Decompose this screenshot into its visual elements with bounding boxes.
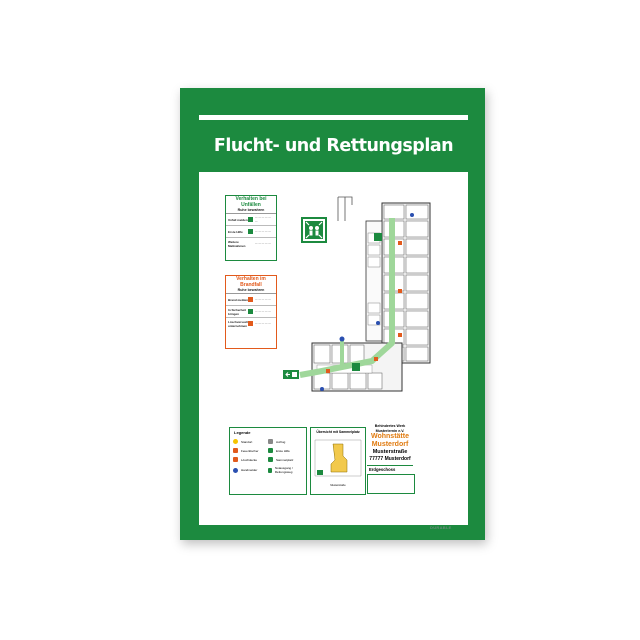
exit-icon: [268, 467, 272, 473]
extinguisher-icon: [233, 448, 238, 453]
legend-item: Aufzug: [268, 439, 303, 444]
legend-item: Notausgang / Rettungsweg: [268, 466, 303, 474]
fire-subtitle: Ruhe bewahren: [226, 288, 276, 294]
legend-item: Sammelplatz: [268, 457, 303, 462]
floor-label: Erdgeschoss: [367, 465, 413, 472]
brand-logo: DURABLE: [430, 525, 452, 530]
address-border: [367, 474, 415, 494]
elevator-icon: [268, 439, 273, 444]
emergency-exit-icon: [283, 370, 299, 379]
fire-step: Brand melden — — — — —: [226, 294, 276, 306]
legend-item: Standort: [233, 439, 268, 444]
overview-box: Übersicht mit Sammelplatz Musterstraße: [310, 427, 366, 495]
location-icon: [233, 439, 238, 444]
legend-box: Legende Standort Aufzug Feuerlöscher Ers…: [229, 427, 307, 495]
org-name: Behindertes Werk Musterlernin e.V.: [374, 424, 406, 433]
fire-blanket-icon: [233, 457, 238, 462]
legend-item: Löschdecke: [233, 457, 268, 462]
sign-title: Flucht- und Rettungsplan: [213, 136, 454, 156]
accident-step: Unfall melden — — — — — —: [226, 214, 276, 226]
exit-icon: [248, 309, 253, 314]
facility-name-1: Wohnstätte: [371, 433, 409, 440]
legend-item: Erste Hilfe: [268, 448, 303, 453]
first-aid-icon: [248, 229, 253, 234]
floor-plan: [299, 202, 431, 392]
fire-alarm-icon: [248, 297, 253, 302]
overview-caption: Musterstraße: [330, 484, 346, 487]
legend-title: Legende: [234, 430, 251, 435]
fire-title: Verhalten im Brandfall: [236, 276, 266, 288]
accident-box: Verhalten bei Unfällen Ruhe bewahren Unf…: [225, 195, 277, 261]
blank-icon: [248, 241, 253, 246]
site-map: [314, 439, 362, 477]
legend-item: Feuerlöscher: [233, 448, 268, 453]
facility-name-2: Musterdorf: [371, 441, 409, 448]
first-aid-icon: [268, 448, 273, 453]
accident-step: Erste Hilfe — — — — —: [226, 226, 276, 238]
phone-icon: [248, 217, 253, 222]
sign-title-bar: Flucht- und Rettungsplan: [199, 120, 468, 172]
alarm-icon: [233, 467, 238, 473]
fire-step: In Sicherheit bringen — — — — —: [226, 306, 276, 318]
fire-step: Löschversuch unternehmen — — — — —: [228, 319, 271, 328]
outline-sketch: [337, 196, 353, 221]
extinguisher-icon: [248, 321, 253, 326]
fire-box: Verhalten im Brandfall Ruhe bewahren Bra…: [225, 275, 277, 349]
street: Musterstraße: [372, 449, 408, 455]
overview-title: Übersicht mit Sammelplatz: [316, 430, 360, 434]
accident-step: Weitere Maßnahmen — — — — —: [228, 239, 271, 248]
legend-item: Handmelder: [233, 466, 268, 474]
assembly-point-icon: [301, 217, 327, 243]
accident-title: Verhalten bei Unfällen: [235, 196, 267, 208]
city: 77777 Musterdorf: [369, 456, 411, 462]
accident-subtitle: Ruhe bewahren: [226, 208, 276, 214]
assembly-point-icon: [268, 457, 273, 462]
address-block: Behindertes Werk Musterlernin e.V. Wohns…: [367, 424, 413, 494]
